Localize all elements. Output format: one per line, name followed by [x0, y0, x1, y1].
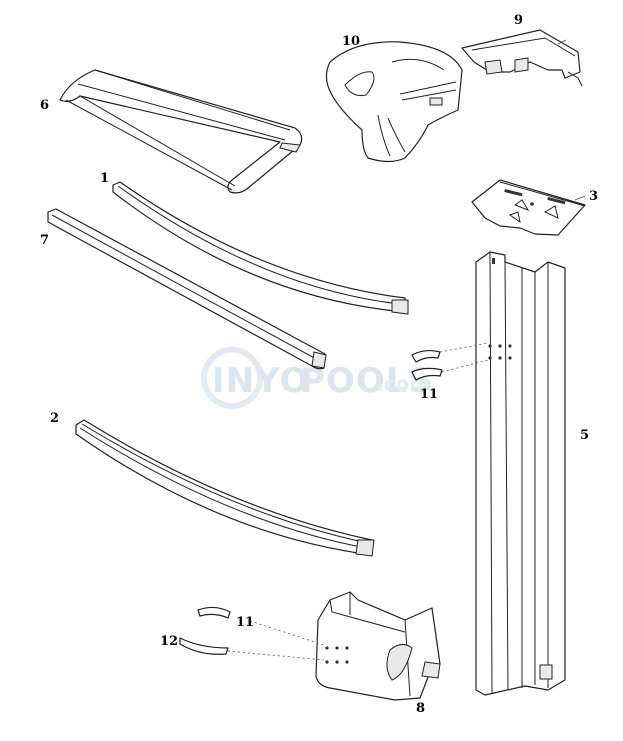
label-part-11-upper: 11 [420, 387, 438, 402]
part-11-lower-clip [197, 606, 325, 646]
label-part-5: 5 [580, 428, 589, 443]
label-part-7: 7 [40, 233, 49, 248]
part-9-cap-bracket [461, 29, 583, 87]
watermark-brand-main: INYO [212, 361, 309, 401]
label-part-2: 2 [50, 411, 59, 426]
label-part-8: 8 [416, 701, 425, 716]
part-8-bottom-boot [315, 591, 441, 701]
label-part-12: 12 [160, 634, 178, 649]
part-1-upper-track [112, 181, 409, 315]
part-5-upright-post [475, 251, 566, 696]
label-part-11-lower: 11 [236, 615, 254, 630]
label-part-9: 9 [514, 13, 523, 28]
leader-3 [574, 195, 586, 201]
part-6-top-rail [59, 69, 303, 194]
part-7-stabilizer-rail [47, 208, 327, 370]
part-2-bottom-track [75, 419, 375, 557]
label-part-6: 6 [40, 98, 49, 113]
label-part-3: 3 [589, 189, 598, 204]
part-3-top-plate [471, 179, 586, 236]
label-part-1: 1 [100, 171, 109, 186]
leader-9 [557, 39, 567, 45]
label-part-10: 10 [342, 34, 360, 49]
part-10-top-cap [325, 41, 463, 163]
part-12-clip [179, 637, 325, 661]
part-11-upper-clips [411, 342, 489, 381]
